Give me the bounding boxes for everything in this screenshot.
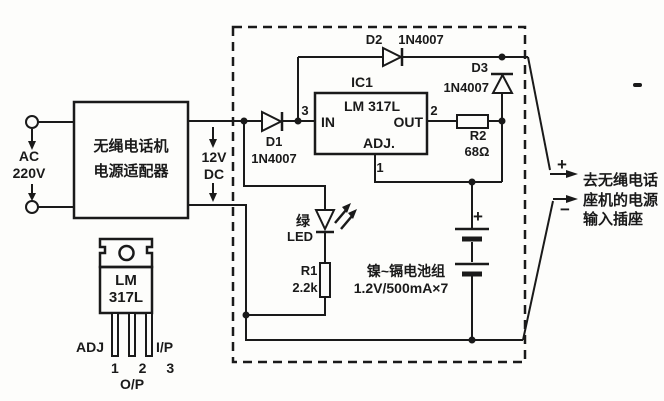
adapter-name-line1: 无绳电话机	[92, 137, 168, 155]
package-leg-3	[145, 312, 153, 357]
junction-dot	[498, 117, 506, 125]
ic1-ref-label: IC1	[351, 74, 373, 90]
d1-diode-icon	[261, 110, 284, 133]
adapter-name-line2: 电源适配器	[93, 162, 169, 180]
wire-plus-diagonal	[527, 56, 551, 171]
ac-voltage-label: 220V	[13, 165, 46, 181]
package-pin-left-label: ADJ	[76, 339, 104, 355]
package-mounting-hole-icon	[118, 244, 135, 262]
output-dest-line2: 座机的电源	[582, 191, 658, 209]
package-body	[98, 265, 154, 315]
ac-terminal-top-icon	[25, 115, 39, 129]
resistor-r1: R1 2.2k	[292, 262, 331, 298]
ac-arrow-top-head-icon	[28, 141, 36, 150]
d3-ref-label: D3	[471, 60, 488, 75]
junction-dot	[242, 311, 250, 319]
d2-part-label: 1N4007	[398, 32, 444, 47]
package-pin-right-label: I/P	[156, 339, 173, 355]
package-pin-numbers: 1 2 3	[111, 360, 182, 376]
ic1-box	[313, 91, 429, 156]
dc-voltage-label: 12V	[202, 149, 228, 165]
package-tab-outline	[98, 237, 154, 269]
plus-terminal-arrow-icon	[566, 170, 578, 178]
battery-plus-label: +	[473, 207, 483, 226]
ic1-pin3-number: 3	[301, 103, 308, 118]
ac-arrow-bottom-head-icon	[28, 193, 36, 201]
junction-dot	[468, 178, 476, 186]
ac-wires	[38, 121, 74, 208]
junction-dot	[498, 53, 506, 61]
ic1-pin-in-label: IN	[321, 114, 335, 130]
ac-label: AC	[19, 148, 39, 164]
lm317l-package-drawing: LM 317L ADJ I/P 1 2 3 O/P	[76, 237, 182, 392]
ic1-part-label: LM 317L	[344, 98, 400, 114]
battery-name-label: 镍~镉电池组	[367, 263, 445, 279]
package-leg-1	[111, 312, 119, 357]
led-ray2-line	[340, 215, 353, 230]
diode-d3: D3 1N4007	[443, 60, 514, 95]
output-dest-line1: 去无绳电话	[583, 171, 658, 189]
d3-diode-icon	[491, 72, 514, 94]
r1-resistor-icon	[319, 262, 331, 298]
ic1-pin-out-label: OUT	[393, 114, 423, 130]
led-ray2-head-icon	[348, 209, 357, 219]
dc-link-annotation: 12V DC	[202, 127, 228, 202]
d2-diode-icon	[382, 46, 404, 68]
r2-value-label: 68Ω	[465, 144, 490, 159]
dc-type-label: DC	[204, 166, 224, 182]
package-leg-2	[128, 312, 136, 357]
d1-part-label: 1N4007	[251, 151, 297, 166]
wire-minus-diagonal	[522, 200, 554, 341]
junction-dot	[468, 336, 476, 344]
d3-part-label: 1N4007	[443, 80, 489, 95]
led-ref-label: LED	[287, 229, 313, 244]
junction-dot	[294, 117, 302, 125]
output-minus-label: −	[560, 200, 570, 219]
ac-source: AC 220V	[13, 115, 74, 214]
junction-dot	[240, 117, 248, 125]
green-led: 绿 LED	[287, 203, 357, 263]
led-diode-icon	[314, 209, 336, 232]
junction-dots	[240, 53, 506, 344]
package-part-line1: LM	[115, 272, 137, 289]
adapter-box	[72, 100, 190, 220]
adapter-block: 无绳电话机 电源适配器	[72, 100, 190, 220]
d1-ref-label: D1	[266, 134, 283, 149]
r1-ref-label: R1	[301, 263, 318, 278]
r2-resistor-icon	[456, 114, 489, 129]
minus-terminal-arrow-icon	[566, 195, 578, 203]
ic1-pin-adj-label: ADJ.	[363, 135, 395, 151]
wire-adj-net	[374, 154, 502, 183]
wire-r1-return	[246, 297, 326, 316]
d2-ref-label: D2	[366, 32, 383, 47]
battery-spec-label: 1.2V/500mA×7	[354, 280, 449, 296]
wire-negative-rail	[188, 204, 523, 341]
dc-arrow-top-head-icon	[209, 139, 217, 148]
battery-pack: + 镍~镉电池组 1.2V/500mA×7	[354, 207, 489, 296]
r1-value-label: 2.2k	[292, 280, 318, 295]
package-part-line2: 317L	[109, 289, 143, 306]
led-ray1-head-icon	[342, 203, 351, 213]
ic1-pin1-number: 1	[376, 160, 383, 175]
r2-ref-label: R2	[470, 128, 487, 143]
led-color-label: 绿	[296, 213, 311, 229]
dc-arrow-bottom-head-icon	[209, 193, 217, 202]
resistor-r2: R2 68Ω	[456, 114, 490, 159]
ac-terminal-bottom-icon	[25, 200, 39, 214]
led-ray1-line	[334, 209, 347, 224]
output-dest-line3: 输入插座	[583, 210, 643, 228]
output-terminals: + − 去无绳电话 座机的电源 输入插座	[550, 155, 658, 228]
wire-led-feed	[243, 121, 326, 210]
print-speck	[633, 83, 642, 87]
package-pin-middle-label: O/P	[120, 376, 144, 392]
charger-dashed-enclosure	[231, 25, 527, 364]
ic1-pin2-number: 2	[430, 103, 437, 118]
diode-d1: D1 1N4007	[251, 110, 297, 166]
ic1-regulator: IC1 LM 317L IN OUT ADJ. 3 2 1	[301, 74, 437, 175]
output-plus-label: +	[557, 155, 567, 174]
diode-d2: D2 1N4007	[366, 32, 444, 68]
